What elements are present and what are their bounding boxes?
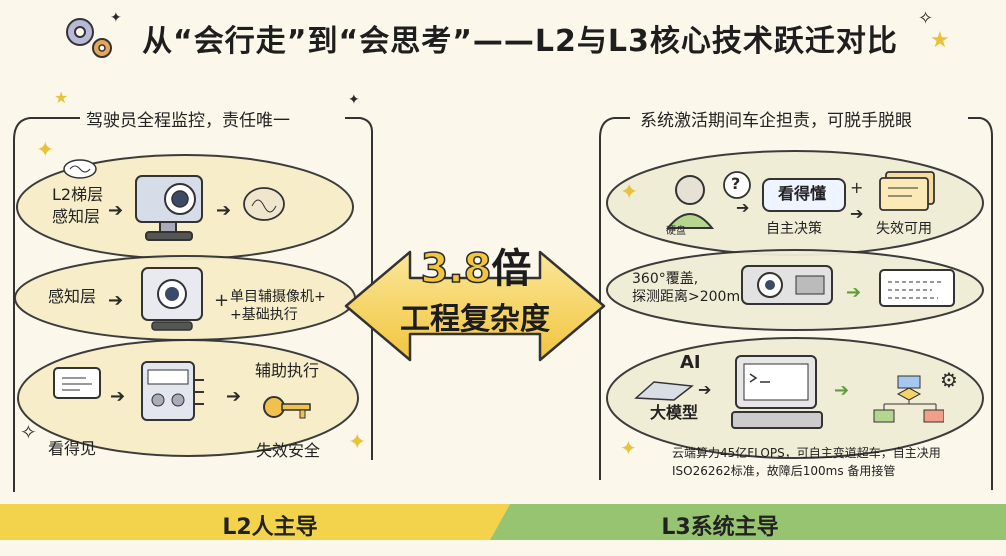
- arrow-icon: ➔: [846, 282, 862, 303]
- tag-box: [762, 178, 846, 212]
- sparkle-icon: ✦: [620, 180, 639, 205]
- arrow-icon: ➔: [226, 386, 242, 407]
- right-heading: 系统激活期间车企担责，可脱手脱眼: [640, 111, 912, 131]
- question-bubble-icon: [722, 170, 752, 200]
- arrow-icon: ➔: [698, 380, 712, 399]
- arrow-icon: ➔: [736, 198, 750, 217]
- center-label: 工程复杂度: [400, 302, 550, 337]
- document-icon: [52, 366, 102, 404]
- multiplier-number: 3.8: [420, 245, 492, 293]
- tag-label: 看得懂: [777, 184, 826, 203]
- note-line: ISO26262标准，故障后100ms 备用接管: [672, 464, 896, 478]
- sparkle-icon: ✦: [620, 436, 637, 460]
- gear-icon: ⚙: [940, 368, 958, 392]
- multiplier-unit: 倍: [491, 246, 532, 292]
- sparkle-icon: ✦: [348, 92, 360, 108]
- arrow-icon: ➔: [850, 204, 864, 223]
- computer-icon: [730, 354, 824, 432]
- plus-icon: +: [214, 290, 230, 311]
- lidar-icon: [740, 262, 836, 308]
- scribble-icon: [60, 158, 100, 180]
- left-heading: 驾驶员全程监控，责任唯一: [86, 111, 290, 131]
- arrow-icon: ➔: [110, 386, 126, 407]
- star-icon: ★: [54, 88, 69, 107]
- lane-result-label: 辅助执行: [255, 361, 320, 380]
- avatar-icon: [664, 170, 718, 230]
- lane-label: 大模型: [650, 403, 699, 422]
- lane-title: AI: [680, 352, 701, 373]
- lane-label: 感知层: [48, 287, 97, 306]
- gear-icon: [58, 12, 118, 62]
- question-mark: ?: [731, 174, 741, 193]
- arrow-icon: ➔: [216, 200, 232, 221]
- camera-icon: [132, 168, 210, 244]
- note-line: 云端算力45亿FLOPS，可自主变道超车，自主决用: [672, 446, 941, 460]
- flowchart-icon: [872, 374, 945, 424]
- sparkle-icon: ✧: [918, 8, 934, 29]
- arrow-icon: ➔: [108, 290, 124, 311]
- monitor-camera-icon: [138, 264, 208, 334]
- panel-icon: [878, 268, 958, 310]
- plus-icon: +: [850, 178, 864, 197]
- bottom-right-label: L3系统主导: [661, 515, 779, 540]
- lane-caption: 自主决策: [766, 221, 822, 237]
- page-title: 从“会行走”到“会思考”——L2与L3核心技术跃迁对比: [142, 24, 898, 59]
- arrow-icon: ➔: [108, 200, 124, 221]
- scribble-icon: [240, 184, 286, 224]
- lane-caption: 失效可用: [876, 221, 932, 237]
- sparkle-icon: ✧: [20, 420, 37, 444]
- lane-result-label: 失效安全: [256, 441, 321, 460]
- sketch-icon: [634, 378, 694, 402]
- control-unit-icon: [140, 360, 206, 424]
- sparkle-icon: ✦: [36, 138, 55, 163]
- bottom-bar: [0, 504, 1006, 540]
- double-arrow-icon: [344, 250, 606, 362]
- sparkle-icon: ✦: [110, 10, 122, 26]
- avatar-caption: 硬盘: [666, 226, 686, 237]
- lane-label: 看得见: [48, 439, 97, 458]
- stack-icon: [876, 170, 938, 214]
- bottom-left-label: L2人主导: [222, 515, 318, 540]
- key-icon: [262, 390, 314, 424]
- lane-label: L2梯层 感知层: [52, 185, 104, 226]
- lane-detail: 单目辅摄像机+ +基础执行: [230, 289, 326, 323]
- sparkle-icon: ✦: [348, 430, 367, 455]
- star-icon: ★: [930, 28, 950, 53]
- multiplier: 3.8倍: [396, 236, 556, 294]
- lane-label: 360°覆盖, 探测距离>200m: [632, 271, 741, 305]
- arrow-icon: ➔: [834, 380, 850, 401]
